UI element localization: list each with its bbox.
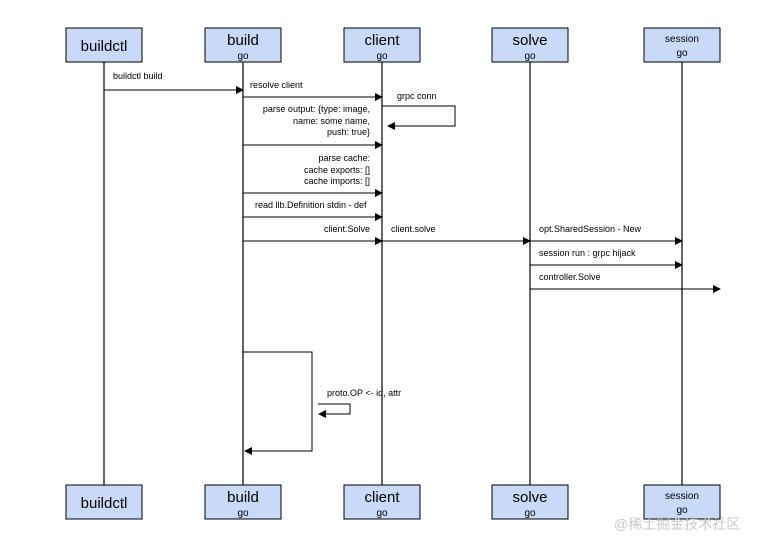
participant-sub: go (524, 51, 536, 62)
message-label: push: true} (327, 127, 370, 137)
participant-name: buildctl (81, 495, 128, 512)
participant-sub: go (237, 51, 249, 62)
participant-name: build (227, 489, 259, 506)
message-controller-solve: controller.Solve (530, 272, 721, 293)
participant-solve-bottom: solve go (491, 484, 569, 520)
participant-name: buildctl (81, 38, 128, 55)
participant-client-top: client go (343, 27, 421, 63)
message-parse-cache: parse cache: cache exports: [] cache imp… (243, 153, 383, 197)
participant-client-bottom: client go (343, 484, 421, 520)
message-session-run: session run : grpc hijack (530, 248, 683, 269)
participant-session-top: session go (643, 27, 721, 63)
participant-name: client (364, 32, 400, 49)
participant-build-top: build go (204, 27, 282, 63)
message-label: client.Solve (324, 224, 370, 234)
message-label: parse cache: (318, 153, 370, 163)
message-label: parse output: {type: image, (263, 104, 370, 114)
message-label: proto.OP <- id, attr (327, 388, 401, 398)
message-client-solve-build-to-client: client.Solve (243, 224, 383, 245)
participant-session-bottom: session go (643, 484, 721, 520)
participant-name: client (364, 489, 400, 506)
message-proto-op: proto.OP <- id, attr (318, 388, 401, 418)
participant-buildctl-top: buildctl (65, 27, 143, 63)
participant-name: session (665, 34, 699, 45)
participant-solve-top: solve go (491, 27, 569, 63)
message-label: cache exports: [] (304, 165, 370, 175)
participant-sub: go (676, 505, 688, 516)
message-label: cache imports: [] (304, 176, 370, 186)
message-build-self-loop (243, 351, 313, 455)
message-label: resolve client (250, 80, 303, 90)
message-resolve-client: resolve client (243, 80, 383, 101)
message-client-solve-client-to-solve: client.solve (382, 224, 531, 245)
message-label: buildctl build (113, 71, 163, 81)
participant-sub: go (524, 508, 536, 519)
participant-sub: go (376, 508, 388, 519)
message-label: session run : grpc hijack (539, 248, 636, 258)
participant-build-bottom: build go (204, 484, 282, 520)
message-buildctl-build: buildctl build (104, 71, 244, 94)
message-label: opt.SharedSession - New (539, 224, 642, 234)
participant-sub: go (237, 508, 249, 519)
message-read-llb: read llb.Definition stdin - def (243, 200, 383, 221)
message-label: grpc conn (397, 91, 437, 101)
participant-sub: go (376, 51, 388, 62)
participant-name: session (665, 491, 699, 502)
watermark-text: @稀土掘金技术社区 (614, 516, 740, 532)
message-label: controller.Solve (539, 272, 601, 282)
participant-sub: go (676, 48, 688, 59)
message-label: name: some name, (293, 116, 370, 126)
message-grpc-conn: grpc conn (382, 91, 456, 130)
message-shared-session: opt.SharedSession - New (530, 224, 683, 245)
participant-name: solve (512, 32, 547, 49)
message-label: read llb.Definition stdin - def (255, 200, 367, 210)
participant-buildctl-bottom: buildctl (65, 484, 143, 520)
message-label: client.solve (391, 224, 436, 234)
message-parse-output: parse output: {type: image, name: some n… (243, 104, 383, 149)
participant-name: solve (512, 489, 547, 506)
participant-name: build (227, 32, 259, 49)
